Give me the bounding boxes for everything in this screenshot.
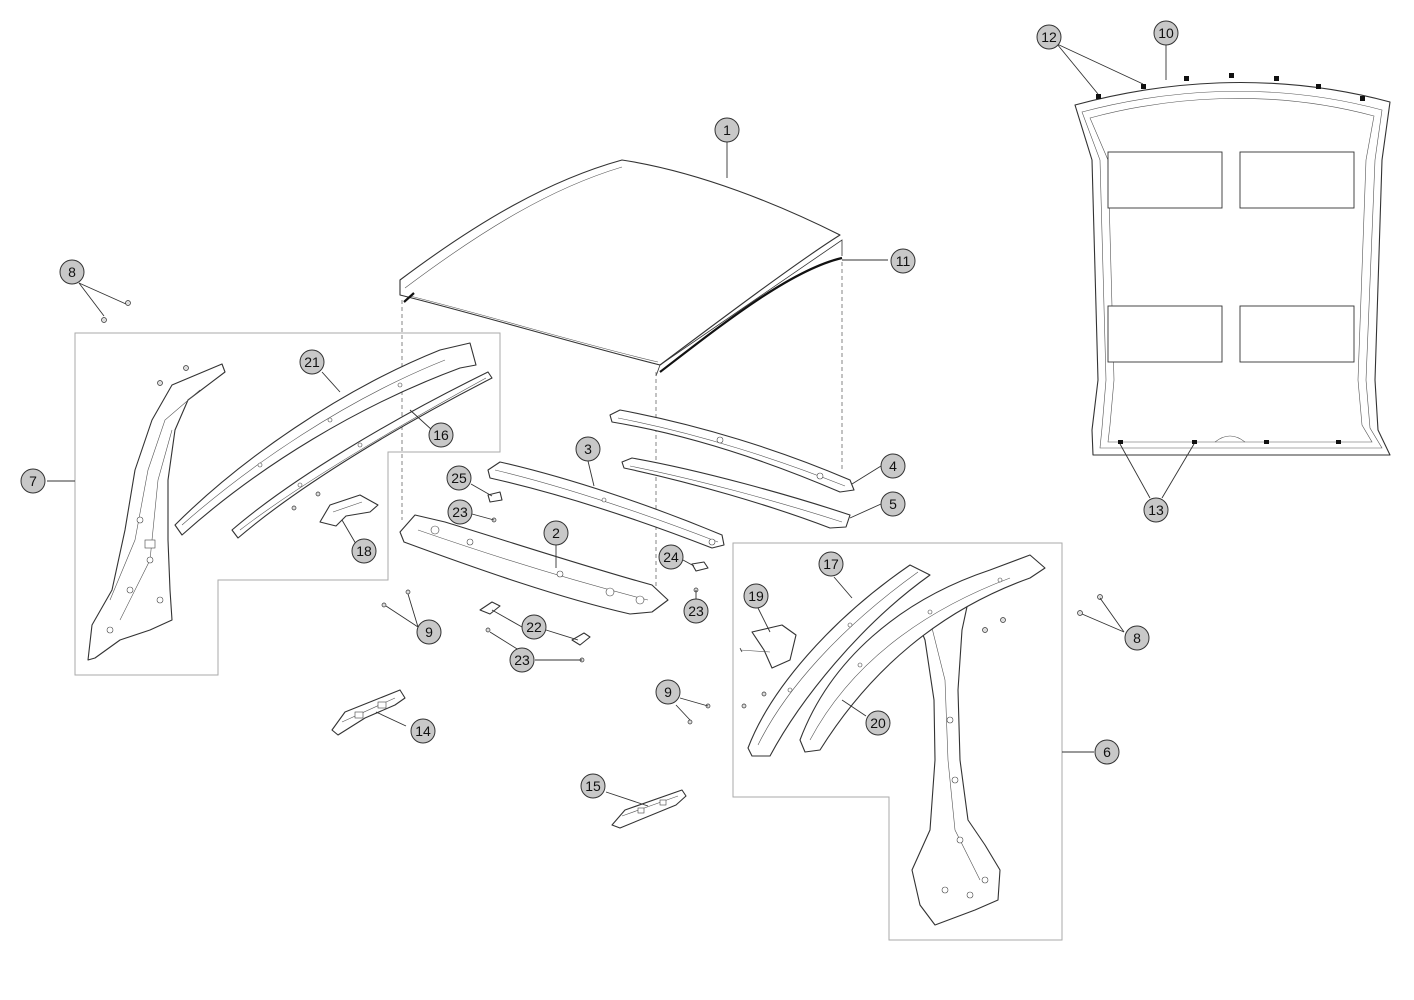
callout-8-left: 8 [59,259,85,285]
callout-23-a: 23 [447,499,473,525]
callout-21: 21 [299,349,325,375]
middle-roof-bow [487,461,725,549]
svg-text:6: 6 [1103,744,1111,760]
callout-22: 22 [521,614,547,640]
svg-text:17: 17 [823,556,839,572]
svg-text:9: 9 [425,624,433,640]
svg-text:25: 25 [451,470,467,486]
svg-text:5: 5 [889,496,897,512]
front-roof-bow [399,514,669,615]
svg-text:4: 4 [889,458,897,474]
svg-text:22: 22 [526,619,542,635]
svg-text:20: 20 [870,715,886,731]
left-roof-side-rail [174,342,477,536]
leader-lines [47,43,1195,807]
callout-19: 19 [743,583,769,609]
small-bracket-22a [479,601,501,615]
svg-text:23: 23 [688,603,704,619]
callout-10: 10 [1153,20,1179,46]
callout-23-c: 23 [683,598,709,624]
svg-text:21: 21 [304,354,320,370]
headliner-pad-rear-right [1239,305,1355,363]
svg-text:24: 24 [663,549,679,565]
callout-25: 25 [446,465,472,491]
svg-text:10: 10 [1158,25,1174,41]
svg-text:9: 9 [664,684,672,700]
callout-4: 4 [880,453,906,479]
callout-23-b: 23 [509,647,535,673]
svg-text:14: 14 [415,723,431,739]
callout-5: 5 [880,491,906,517]
small-clip-24 [691,561,709,572]
callout-20: 20 [865,710,891,736]
callout-12: 12 [1036,24,1062,50]
alignment-lines [401,262,843,592]
callout-16: 16 [428,422,454,448]
headliner-pad-rear-left [1107,305,1223,363]
callout-18: 18 [351,538,377,564]
callout-3: 3 [575,436,601,462]
headliner-top-view [1074,73,1391,456]
right-bracket [739,624,797,669]
right-roof-side-rail [799,554,1046,753]
svg-text:11: 11 [896,253,911,269]
right-b-pillar [911,601,1006,926]
lower-bracket-14 [331,689,406,736]
headliner-pad-front-right [1239,151,1355,209]
callout-6: 6 [1094,739,1120,765]
svg-text:15: 15 [585,778,601,794]
callout-8-right: 8 [1124,625,1150,651]
svg-text:18: 18 [356,543,372,559]
callout-1: 1 [714,117,740,143]
roof-panel [399,159,843,377]
callout-2: 2 [543,520,569,546]
callout-11: 11 [890,248,916,274]
svg-text:3: 3 [584,441,592,457]
callout-17: 17 [818,551,844,577]
svg-text:1: 1 [723,122,731,138]
callout-14: 14 [410,718,436,744]
headliner-pad-front-left [1107,151,1223,209]
callout-24: 24 [658,544,684,570]
svg-text:16: 16 [433,427,449,443]
small-bracket-22b [571,632,591,646]
left-b-pillar [87,363,226,661]
callout-13: 13 [1143,497,1169,523]
svg-text:8: 8 [1133,630,1141,646]
callout-15: 15 [580,773,606,799]
left-group-frame [74,332,501,676]
svg-text:23: 23 [514,652,530,668]
svg-text:23: 23 [452,504,468,520]
rear-roof-bow-upper [609,409,855,493]
svg-text:7: 7 [29,473,37,489]
svg-text:8: 8 [68,264,76,280]
right-group-frame [732,542,1063,941]
left-roof-inner-rail [231,371,493,539]
svg-text:2: 2 [552,525,560,541]
rear-roof-bow-lower [621,457,851,529]
svg-text:12: 12 [1041,29,1057,45]
roof-seal-strip [659,256,843,373]
callout-7: 7 [20,468,46,494]
right-roof-inner-rail [747,564,931,757]
callout-9-right: 9 [655,679,681,705]
svg-text:19: 19 [748,588,764,604]
small-clip-25 [487,491,503,503]
svg-text:13: 13 [1148,502,1164,518]
left-bracket [291,491,379,527]
callout-9-left: 9 [416,619,442,645]
lower-bracket-15 [611,789,687,829]
